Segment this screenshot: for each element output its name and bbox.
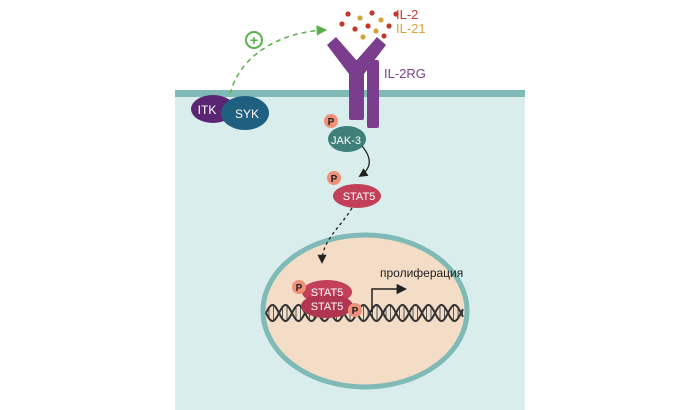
stat5-dimer-bottom [301,294,353,318]
dna-strand-1 [265,304,464,322]
receptor-label: IL-2RG [384,66,426,81]
nucleus [260,232,470,390]
syk-label: SYK [235,107,259,121]
stat5-cytoplasmic-label: STAT5 [343,191,376,203]
activation-symbol: + [250,32,258,48]
nuclear-translocation-arrow [317,207,353,264]
jak3-label: JAK-3 [331,135,361,147]
syk-kinase [221,96,269,130]
cytokine-particles [339,10,399,40]
il2rg-receptor [327,37,386,128]
dimer-phospho-left-label: P [296,283,303,294]
stat5-dimer-bottom-label: STAT5 [311,301,344,313]
stat5-phospho-label: P [331,174,338,185]
jak3-kinase [328,126,366,152]
activation-arrow [229,25,328,95]
stat5-cytoplasmic [333,184,381,208]
jak3-phospho-label: P [328,117,335,128]
transcription-arrow [371,283,408,312]
dimer-phospho-right-label: P [352,306,359,317]
dimer-phospho-right [348,303,362,317]
jak3-to-stat5-arrow [358,145,370,178]
itk-label: ITK [198,103,217,117]
dna-strand-2 [265,304,464,322]
activation-plus-icon [245,31,263,49]
il21-label: IL-21 [396,21,426,36]
stat5-dimer-top-label: STAT5 [311,287,344,299]
jak3-phospho [324,114,338,128]
dimer-phospho-left [292,280,306,294]
proliferation-label: пролиферация [380,266,463,280]
stat5-phospho [327,171,341,185]
il2-label: IL-2 [396,7,418,22]
